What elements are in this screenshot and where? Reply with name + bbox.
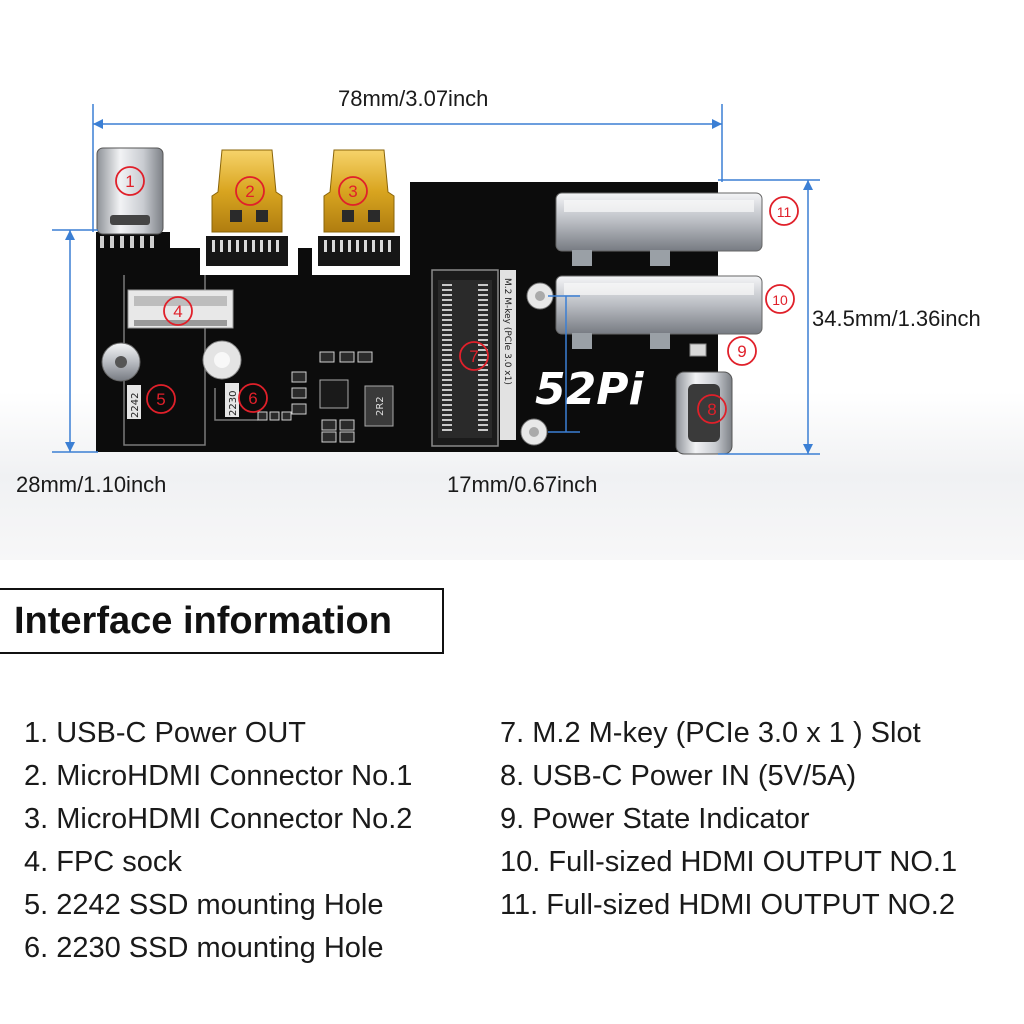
callout-label-8: 8 [707,400,716,419]
inductor-label: 2R2 [375,396,386,416]
power-led [689,343,707,357]
callout-circle-3 [338,176,368,206]
callout-circle-5 [146,384,176,414]
board-diagram: 2242 2230 2R2 M.2 M-key (PCIe 3.0 x1) 52… [52,104,820,455]
callout-label-5: 5 [156,390,165,409]
list-item: 3. MicroHDMI Connector No.2 [24,803,413,835]
callout-circle-11 [769,196,799,226]
ic-chip [319,379,349,409]
callout-circle-2 [235,176,265,206]
height-right-dimension-label: 34.5mm/1.36inch [812,306,981,331]
slot-offset-dimension-label: 17mm/0.67inch [447,472,598,497]
callout-label-4: 4 [173,302,182,321]
height-left-dimension-label: 28mm/1.10inch [16,472,167,497]
micro-hdmi-2-connector [323,149,395,233]
callouts: 1 2 3 4 5 6 7 8 9 10 11 [115,166,799,424]
width-dimension-label: 78mm/3.07inch [338,86,489,111]
callout-label-10: 10 [772,292,788,308]
hole-2230-label: 2230 [228,391,239,416]
m2-slot-pins [442,284,488,431]
interface-list-right: 7. M.2 M-key (PCIe 3.0 x 1 ) Slot 8. USB… [500,712,957,927]
list-item: 9. Power State Indicator [500,803,810,835]
interface-list-left: 1. USB-C Power OUT 2. MicroHDMI Connecto… [24,712,412,970]
list-item: 6. 2230 SSD mounting Hole [24,932,384,964]
callout-circle-7 [459,341,489,371]
callout-circle-6 [238,383,268,413]
m2-slot-label: M.2 M-key (PCIe 3.0 x1) [502,278,512,385]
list-item: 1. USB-C Power OUT [24,717,306,749]
callout-label-1: 1 [125,172,134,191]
callout-circle-10 [765,284,795,314]
list-item: 4. FPC sock [24,846,182,878]
callout-circle-4 [163,296,193,326]
list-item: 11. Full-sized HDMI OUTPUT NO.2 [500,889,955,921]
list-item: 7. M.2 M-key (PCIe 3.0 x 1 ) Slot [500,717,921,749]
dimension-arrows [65,119,813,454]
list-item: 8. USB-C Power IN (5V/5A) [500,760,857,792]
list-item: 2. MicroHDMI Connector No.1 [24,760,413,792]
callout-label-9: 9 [737,342,746,361]
callout-label-6: 6 [248,389,257,408]
callout-label-3: 3 [348,182,357,201]
callout-circle-8 [697,394,727,424]
board-photo-area: 2242 2230 2R2 M.2 M-key (PCIe 3.0 x1) 52… [0,0,1024,560]
callout-label-2: 2 [245,182,254,201]
usb-c-out-connector [96,147,164,235]
section-title-box: Interface information [0,588,444,654]
dimension-lines [52,104,820,455]
list-item: 5. 2242 SSD mounting Hole [24,889,384,921]
callout-label-7: 7 [469,347,478,366]
callout-label-11: 11 [777,204,792,220]
usb-c-out-pins [100,236,154,248]
hole-2242-label: 2242 [130,393,141,418]
inductor [364,385,394,427]
list-item: 10. Full-sized HDMI OUTPUT NO.1 [500,846,958,878]
section-title: Interface information [14,600,392,642]
brand-logo: 52Pi [535,364,644,415]
smd-components [257,351,373,443]
callout-circle-9 [727,336,757,366]
callout-circle-1 [115,166,145,196]
